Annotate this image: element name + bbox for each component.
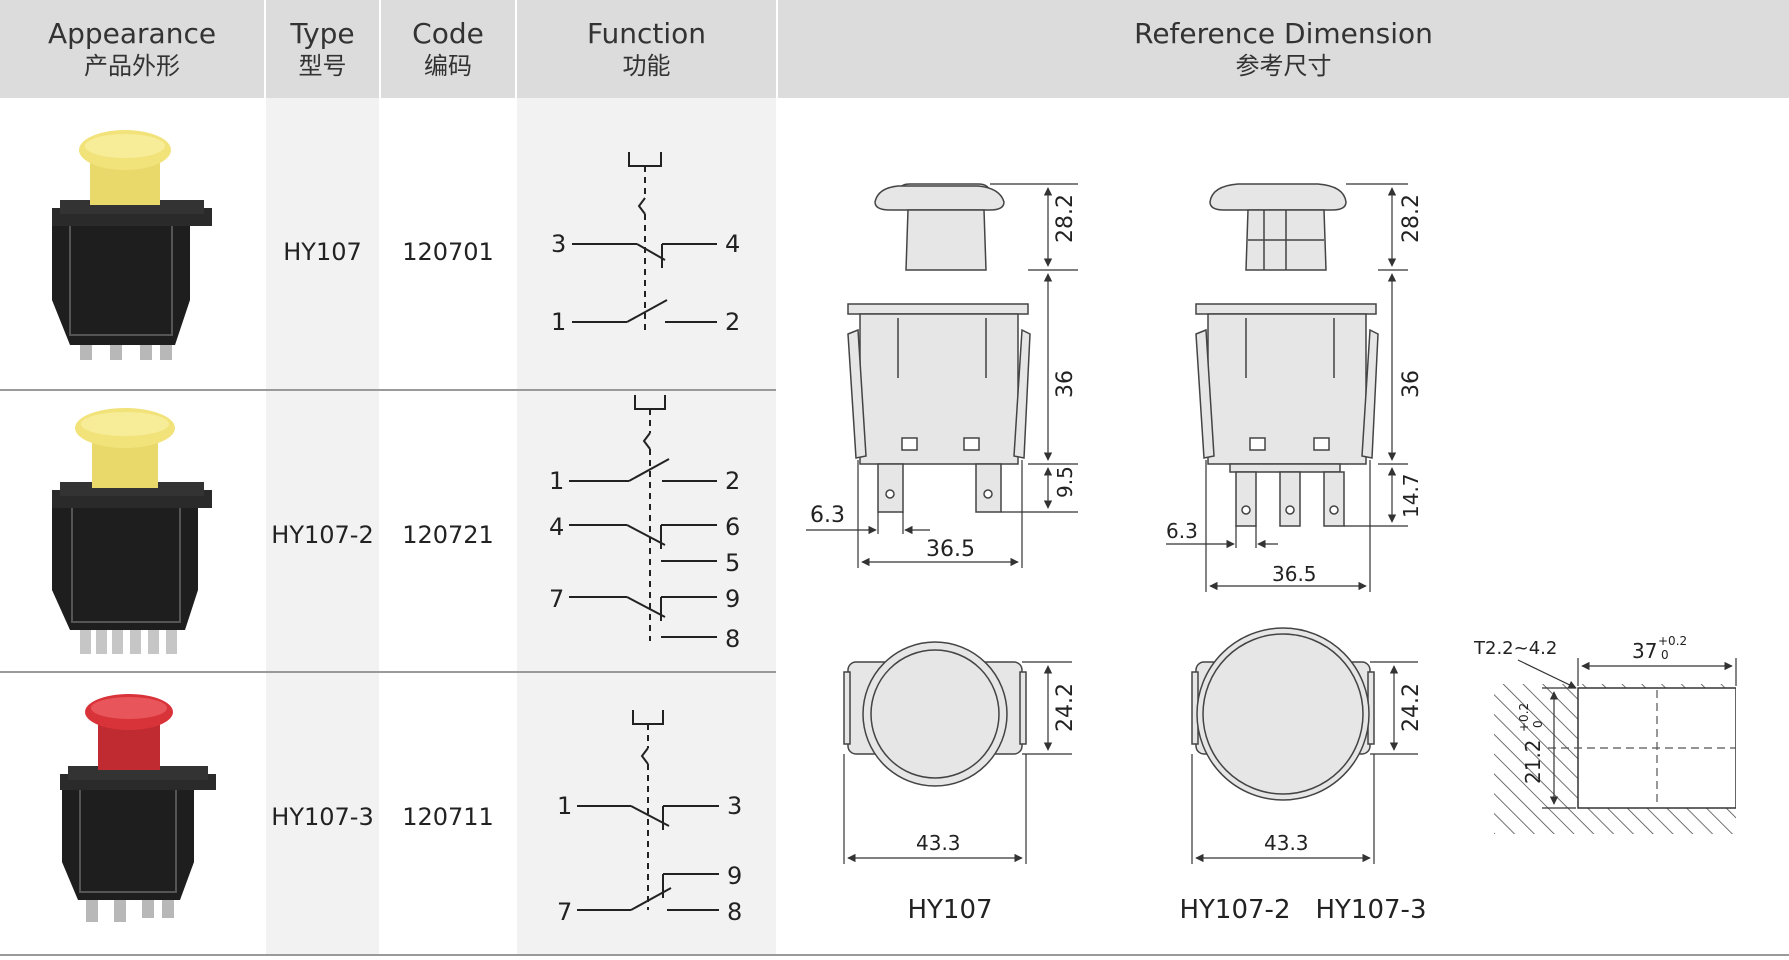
switch-body	[60, 766, 216, 922]
terminal-label: 8	[727, 898, 742, 926]
cutout-height: 21.2	[1521, 739, 1545, 784]
header-reference-en: Reference Dimension	[1134, 17, 1433, 50]
terminal-label: 1	[557, 792, 572, 820]
hy107-top-dims	[843, 661, 1072, 864]
product-image-hy107-3	[60, 694, 216, 922]
terminal-label: 3	[727, 792, 742, 820]
header-type-en: Type	[290, 17, 355, 50]
dim-right-body-w: 36.5	[1272, 562, 1317, 586]
dim-left-button-h: 28.2	[1053, 194, 1078, 243]
terminal-label: 5	[725, 549, 740, 577]
dim-right-pin-h: 14.7	[1399, 473, 1423, 518]
header-appearance: Appearance 产品外形	[0, 0, 264, 98]
cutout-width: 37	[1632, 639, 1657, 663]
terminal-label: 4	[725, 230, 740, 258]
function-column-bg	[517, 98, 776, 954]
row-divider-2	[0, 671, 776, 673]
dim-right-top-w: 43.3	[1264, 831, 1309, 855]
terminal-label: 1	[551, 308, 566, 336]
caption-hy107: HY107	[907, 895, 993, 925]
hy107-dimension-lines	[806, 183, 1078, 568]
hy107-2-top-dims	[1191, 661, 1418, 864]
dim-left-body-h: 36	[1053, 370, 1078, 398]
panel-cutout	[1494, 658, 1789, 834]
hy107-side-view	[847, 183, 1031, 513]
row3-type: HY107-3	[271, 803, 374, 831]
cutout-width-tol: +0.2	[1658, 634, 1687, 648]
function-diagram-hy107: 3 4 1 2	[551, 152, 740, 336]
terminal-label: 1	[549, 467, 564, 495]
switch-body	[52, 200, 212, 360]
dim-left-top-w: 43.3	[916, 831, 961, 855]
header-code: Code 编码	[381, 0, 515, 98]
dim-left-pin-w: 6.3	[810, 503, 845, 528]
function-diagram-hy107-3: 1 3 9 7 8	[557, 710, 742, 926]
reference-drawings: 28.2 36 9.5 6.3 36.5	[806, 183, 1789, 864]
hy107-top-view	[843, 641, 1027, 787]
header-appearance-en: Appearance	[47, 17, 217, 50]
dim-left-pin-h: 9.5	[1053, 466, 1077, 498]
yellow-button	[79, 130, 171, 205]
terminal-label: 6	[725, 513, 740, 541]
terminal-label: 4	[549, 513, 564, 541]
terminal-label: 9	[725, 585, 740, 613]
header-function-en: Function	[586, 17, 707, 50]
product-image-hy107-2	[52, 408, 212, 654]
dim-right-button-h: 28.2	[1399, 194, 1424, 243]
header-type: Type 型号	[266, 0, 379, 98]
row1-type: HY107	[283, 238, 362, 266]
header-code-zh: 编码	[424, 52, 472, 80]
terminal-label: 2	[725, 308, 740, 336]
switch-body	[52, 482, 212, 654]
header-reference: Reference Dimension 参考尺寸	[778, 0, 1789, 98]
terminal-label: 7	[557, 898, 572, 926]
hy107-2-dimension-lines	[1166, 183, 1408, 592]
hy107-2-top-view	[1191, 627, 1375, 801]
cutout-width-tol0: 0	[1661, 648, 1669, 662]
header-function-zh: 功能	[622, 52, 671, 80]
row-divider-1	[0, 389, 776, 391]
dim-right-top-h: 24.2	[1399, 683, 1424, 732]
dim-right-body-h: 36	[1399, 370, 1424, 398]
header-function: Function 功能	[517, 0, 776, 98]
dim-left-body-w: 36.5	[926, 537, 975, 562]
hy107-2-side-view	[1195, 183, 1379, 527]
header-appearance-zh: 产品外形	[84, 52, 180, 80]
function-diagram-hy107-2: 1 2 4 6 5 7 9 8	[549, 395, 740, 653]
header-code-en: Code	[412, 17, 484, 50]
terminal-label: 7	[549, 585, 564, 613]
terminal-label: 2	[725, 467, 740, 495]
caption-hy107-3: HY107-3	[1315, 895, 1427, 925]
row3-code: 120711	[402, 803, 494, 831]
cutout-height-tol0: 0	[1531, 720, 1545, 728]
row2-code: 120721	[402, 521, 494, 549]
type-column-bg	[266, 98, 379, 954]
caption-hy107-2: HY107-2	[1179, 895, 1291, 925]
dim-left-top-h: 24.2	[1053, 683, 1078, 732]
row2-type: HY107-2	[271, 521, 374, 549]
yellow-button	[75, 408, 175, 488]
dim-right-pin-w: 6.3	[1166, 519, 1198, 543]
red-button	[85, 694, 173, 770]
product-image-hy107	[52, 130, 212, 360]
table-bottom-line	[0, 954, 1789, 956]
terminal-label: 9	[727, 862, 742, 890]
cutout-thickness: T2.2~4.2	[1473, 638, 1557, 659]
row1-code: 120701	[402, 238, 494, 266]
header-reference-zh: 参考尺寸	[1235, 52, 1332, 80]
header-type-zh: 型号	[298, 52, 347, 80]
cutout-height-tol: +0.2	[1517, 703, 1531, 732]
terminal-label: 8	[725, 625, 740, 653]
terminal-label: 3	[551, 230, 566, 258]
